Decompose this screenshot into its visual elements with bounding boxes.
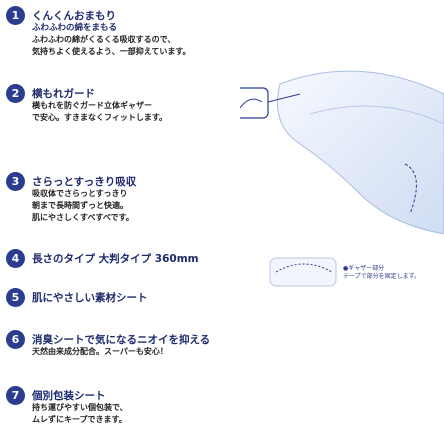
feature-6-line-1: 天然由来成分配合。スーパーも安心！ [32, 347, 168, 356]
legend-line-2: テープで部分を固定します。 [343, 273, 421, 280]
feature-7-line-2: ムレずにキープできます。 [32, 415, 127, 424]
feature-title-4: 長さのタイプ 大判タイプ 360mm [32, 253, 199, 265]
zoom-line [267, 93, 301, 103]
feature-body-6: 天然由来成分配合。スーパーも安心！ [32, 346, 168, 358]
feature-2-line-1: 横もれを防ぐガード立体ギャザー [32, 101, 152, 110]
pad-fold [309, 105, 444, 125]
zoom-box [240, 87, 269, 119]
feature-number-7: 7 [6, 386, 25, 405]
feature-7-line-1: 持ち運びやすい個包装で、 [32, 403, 128, 412]
feature-body-3: 吸収体でさらっとすっきり 朝まで長時間ずっと快適。 肌にやさしくすべすべです。 [32, 188, 134, 224]
feature-number-3: 3 [6, 172, 25, 191]
feature-number-6: 6 [6, 330, 25, 349]
feature-number-5: 5 [6, 288, 25, 307]
feature-number-2: 2 [6, 84, 25, 103]
feature-3-line-2: 朝まで長時間ずっと快適。 [32, 201, 128, 210]
side-view-illustration [269, 257, 337, 287]
feature-3-line-1: 吸収体でさらっとすっきり [32, 189, 128, 198]
feature-title-5: 肌にやさしい素材シート [32, 292, 148, 304]
feature-title-1: くんくんおまもり [32, 10, 116, 22]
illustration-legend: ●ギャザー部分 テープで部分を固定します。 [343, 265, 420, 281]
feature-title-2: 横もれガード [32, 88, 95, 100]
pad-shape [277, 70, 444, 234]
feature-body-2: 横もれを防ぐガード立体ギャザー で安心。すきまなくフィットします。 [32, 100, 167, 124]
zoom-box-detail [240, 98, 263, 109]
feature-number-4: 4 [6, 249, 25, 268]
feature-body-1: ふわふわの綿をまもる ふわふわの綿がくるくる吸収するので、 気持ちよく使えるよう… [32, 22, 191, 58]
feature-number-1: 1 [6, 6, 25, 25]
feature-title-7: 個別包装シート [32, 390, 106, 402]
feature-3-line-3: 肌にやさしくすべすべです。 [32, 213, 134, 222]
feature-1-line-3: 気持ちよく使えるよう、一部抑えています。 [32, 47, 191, 56]
feature-1-line-2: ふわふわの綿がくるくる吸収するので、 [32, 35, 176, 44]
side-view-curve [275, 263, 333, 273]
pad-illustration [240, 70, 444, 234]
side-view-pad [269, 257, 337, 287]
gather-marker [404, 163, 417, 215]
legend-line-1: ●ギャザー部分 [343, 265, 385, 272]
feature-title-6: 消臭シートで気になるニオイを抑える [32, 334, 211, 346]
feature-body-7: 持ち運びやすい個包装で、 ムレずにキープできます。 [32, 402, 128, 426]
feature-2-line-2: で安心。すきまなくフィットします。 [32, 113, 168, 122]
feature-title-3: さらっとすっきり吸収 [32, 176, 137, 188]
feature-1-line-1: ふわふわの綿をまもる [32, 23, 118, 33]
